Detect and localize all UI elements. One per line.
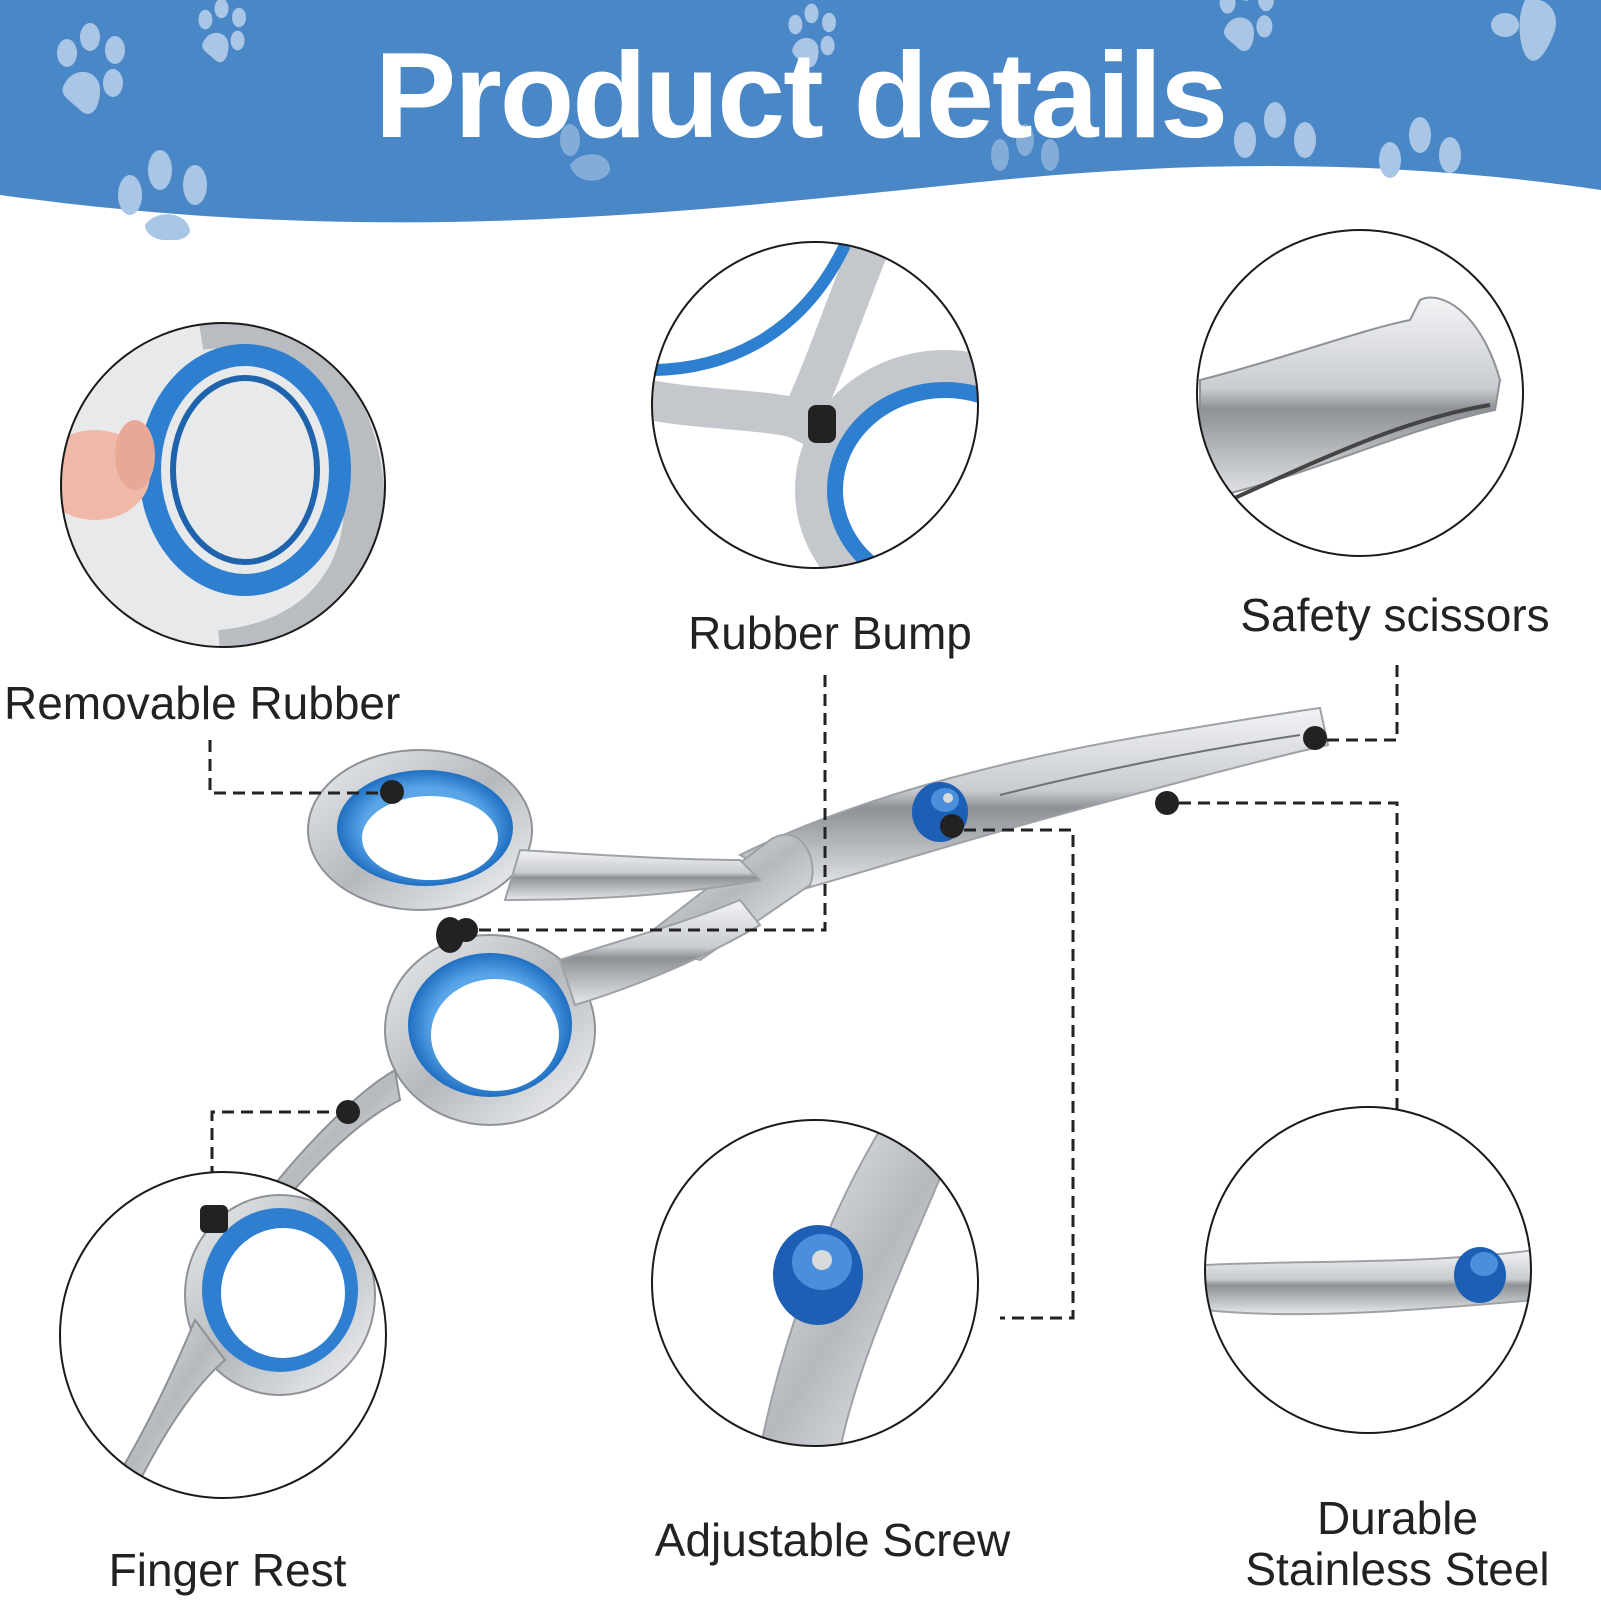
paw-print-icons	[57, 0, 1556, 240]
zoom-circle-safety-scissors	[1196, 229, 1524, 557]
label-removable-rubber: Removable Rubber	[4, 677, 401, 729]
zoom-circle-removable-rubber	[60, 322, 386, 648]
page-title: Product details	[374, 27, 1228, 163]
label-finger-rest: Finger Rest	[108, 1544, 347, 1596]
label-durable-line2: Stainless Steel	[1245, 1542, 1550, 1595]
label-adjustable-screw: Adjustable Screw	[654, 1514, 1011, 1566]
banner-background	[0, 0, 1601, 240]
zoom-circle-durable-steel	[1204, 1106, 1532, 1434]
header-banner: Product details	[0, 0, 1601, 240]
label-safety-scissors: Safety scissors	[1240, 589, 1550, 641]
zoom-circle-rubber-bump	[651, 241, 979, 569]
callout-dots	[336, 726, 1327, 1124]
zoom-circle-finger-rest	[59, 1171, 387, 1499]
zoom-circle-adjustable-screw	[651, 1119, 979, 1447]
label-rubber-bump: Rubber Bump	[688, 607, 972, 659]
label-durable-line1: Durable	[1316, 1492, 1479, 1544]
label-durable-stainless-steel: Durable Stainless Steel	[1225, 1493, 1570, 1594]
callout-lines	[208, 665, 1399, 1320]
scissors-main-image	[268, 706, 1330, 1202]
